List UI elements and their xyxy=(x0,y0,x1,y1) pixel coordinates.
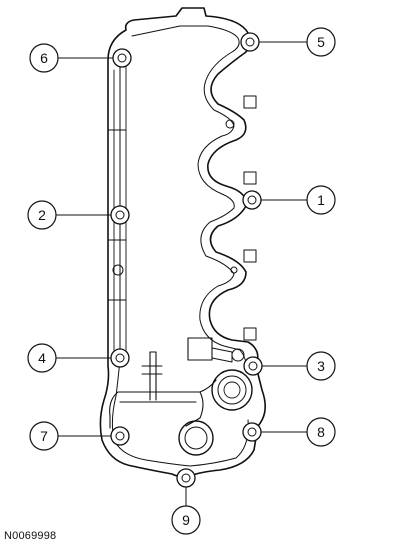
leader-lines xyxy=(56,41,307,506)
callout-label-4: 4 xyxy=(38,350,46,366)
callout-9: 9 xyxy=(171,505,201,535)
bolt-boss-9 xyxy=(176,468,196,488)
callout-6: 6 xyxy=(29,43,59,73)
callout-7: 7 xyxy=(29,421,59,451)
bolt-bosses xyxy=(110,32,263,488)
bolt-boss-2 xyxy=(110,205,130,225)
callout-label-5: 5 xyxy=(317,34,325,50)
callout-label-3: 3 xyxy=(317,358,325,374)
bolt-boss-4 xyxy=(110,348,130,368)
bolt-boss-3 xyxy=(243,356,263,376)
figure-id-label: N0069998 xyxy=(4,530,57,542)
callouts: 1 2 3 4 5 6 7 8 xyxy=(27,27,336,535)
callout-2: 2 xyxy=(27,200,57,230)
bolt-boss-8 xyxy=(242,422,262,442)
valve-cover-body xyxy=(99,7,266,478)
callout-label-7: 7 xyxy=(40,428,48,444)
callout-4: 4 xyxy=(27,343,57,373)
callout-label-8: 8 xyxy=(317,424,325,440)
callout-5: 5 xyxy=(306,27,336,57)
callout-label-2: 2 xyxy=(38,207,46,223)
callout-label-6: 6 xyxy=(40,50,48,66)
callout-label-9: 9 xyxy=(182,512,190,528)
bolt-boss-5 xyxy=(240,32,260,52)
bolt-boss-7 xyxy=(110,426,130,446)
bolt-boss-1 xyxy=(242,190,262,210)
callout-label-1: 1 xyxy=(317,192,325,208)
callout-1: 1 xyxy=(306,185,336,215)
bolt-boss-6 xyxy=(112,48,132,68)
callout-3: 3 xyxy=(306,351,336,381)
callout-8: 8 xyxy=(306,417,336,447)
